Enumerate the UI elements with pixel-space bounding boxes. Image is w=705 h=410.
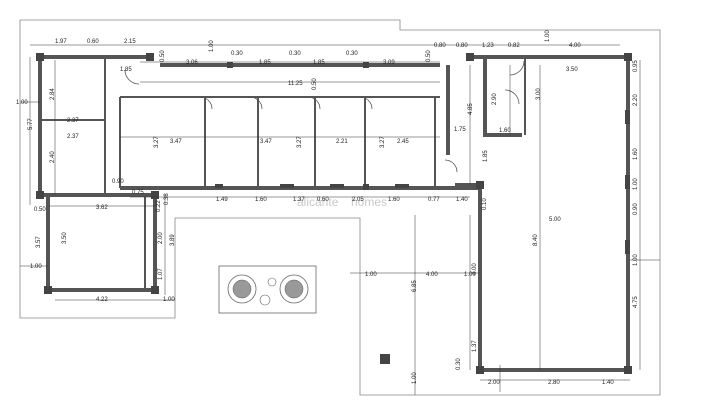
dim-label: 3.47: [170, 139, 182, 145]
dim-label: 1.60: [255, 197, 267, 203]
dim-label: 0.50: [34, 207, 46, 213]
dimension-lines: [20, 44, 660, 395]
dim-label: 2.45: [397, 139, 409, 145]
dim-label: 1.00: [365, 272, 377, 278]
dim-label: 1.85: [259, 60, 271, 66]
dim-label: 2.15: [124, 39, 136, 45]
dim-label: 8.40: [533, 234, 539, 246]
dim-label: 4.00: [569, 43, 581, 49]
landscape-feature: [218, 265, 317, 314]
dim-label: 2.37: [67, 118, 79, 124]
dim-label: 0.77: [428, 197, 440, 203]
dim-label: 1.00: [464, 272, 476, 278]
dim-label: 1.60: [499, 128, 511, 134]
watermark-left: alicante: [297, 195, 339, 209]
dim-label: 2.37: [67, 134, 79, 140]
dim-label: 2.40: [50, 151, 56, 163]
watermark-right: homes: [351, 195, 387, 209]
dim-label: 1.37: [293, 197, 305, 203]
dim-label: 0.50: [312, 78, 318, 90]
dim-label: 1.40: [602, 380, 614, 386]
dim-label: 2.20: [633, 94, 639, 106]
dim-label: 0.50: [160, 50, 166, 62]
dim-label: 6.85: [412, 280, 418, 292]
dim-label: 1.40: [456, 197, 468, 203]
dim-label: 4.22: [96, 297, 108, 303]
dim-label: 1.07: [158, 268, 164, 280]
dim-label: 3.57: [36, 236, 42, 248]
dim-label: 1.85: [483, 150, 489, 162]
dim-label: 1.00: [209, 40, 215, 52]
dim-label: 2.05: [352, 197, 364, 203]
window-markers: [36, 53, 632, 374]
dim-label: 3.06: [186, 60, 198, 66]
dim-label: 0.22: [156, 200, 162, 212]
dim-label: 1.85: [120, 67, 132, 73]
dim-label: 3.47: [260, 139, 272, 145]
dim-label: 4.00: [426, 272, 438, 278]
dim-label: 0.80: [434, 43, 446, 49]
dim-label: 2.00: [488, 380, 500, 386]
dim-label: 0.90: [112, 179, 124, 185]
dim-label: 3.09: [383, 60, 395, 66]
dim-label: 1.00: [30, 264, 42, 270]
dim-label: 3.89: [170, 234, 176, 246]
dim-label: 5.00: [549, 217, 561, 223]
dim-label: 0.90: [633, 203, 639, 215]
dim-label: 1.75: [454, 127, 466, 133]
dim-label: 1.37: [472, 340, 478, 352]
dim-label: 1.00: [16, 100, 28, 106]
dim-label: 4.75: [633, 296, 639, 308]
dim-label: 3.50: [62, 232, 68, 244]
dim-label: 1.00: [163, 297, 175, 303]
dim-label: 2.21: [336, 139, 348, 145]
dim-label: 2.84: [50, 88, 56, 100]
dim-label: 0.95: [633, 60, 639, 72]
dim-label: 2.80: [548, 380, 560, 386]
dim-label: 3.00: [536, 88, 542, 100]
dim-label: 1.00: [412, 372, 418, 384]
dim-label: 2.90: [492, 93, 498, 105]
dim-label: 0.50: [426, 50, 432, 62]
dim-label: 1.00: [545, 30, 551, 42]
dim-label: 11.25: [288, 81, 303, 87]
dim-label: 0.30: [456, 358, 462, 370]
dim-label: 4.00: [472, 263, 478, 275]
dim-label: 4.85: [468, 103, 474, 115]
watermark: alicante homes: [297, 195, 387, 209]
dim-label: 1.49: [216, 197, 228, 203]
dim-label: 0.38: [164, 193, 170, 205]
dim-label: 0.30: [231, 51, 243, 57]
dim-label: 0.82: [508, 43, 520, 49]
dim-label: 3.62: [96, 205, 108, 211]
dim-label: 1.23: [482, 43, 494, 49]
dim-label: 3.27: [380, 136, 386, 148]
dim-label: 0.60: [317, 197, 329, 203]
doors: [124, 60, 525, 173]
dim-label: 5.77: [28, 118, 34, 130]
dim-label: 1.60: [388, 197, 400, 203]
dimension-labels: 1.97 0.60 2.15 0.30 1.00 0.30 0.30 0.80 …: [16, 30, 639, 386]
dim-label: 1.97: [55, 39, 67, 45]
dim-label: 0.80: [456, 43, 468, 49]
dim-label: 0.30: [346, 51, 358, 57]
dim-label: 1.00: [633, 254, 639, 266]
dim-label: 1.60: [633, 148, 639, 160]
dim-label: 3.50: [566, 67, 578, 73]
dim-label: 3.27: [154, 136, 160, 148]
dim-label: 1.85: [313, 60, 325, 66]
interior-walls: [40, 57, 526, 290]
dim-label: 3.27: [297, 136, 303, 148]
dim-label: 0.60: [87, 39, 99, 45]
dim-label: 0.30: [289, 51, 301, 57]
dim-label: 2.00: [158, 232, 164, 244]
dim-label: 0.10: [482, 198, 488, 210]
site-outline: [19, 19, 661, 396]
dim-label: 1.00: [633, 178, 639, 190]
dim-label: 0.75: [132, 190, 144, 196]
